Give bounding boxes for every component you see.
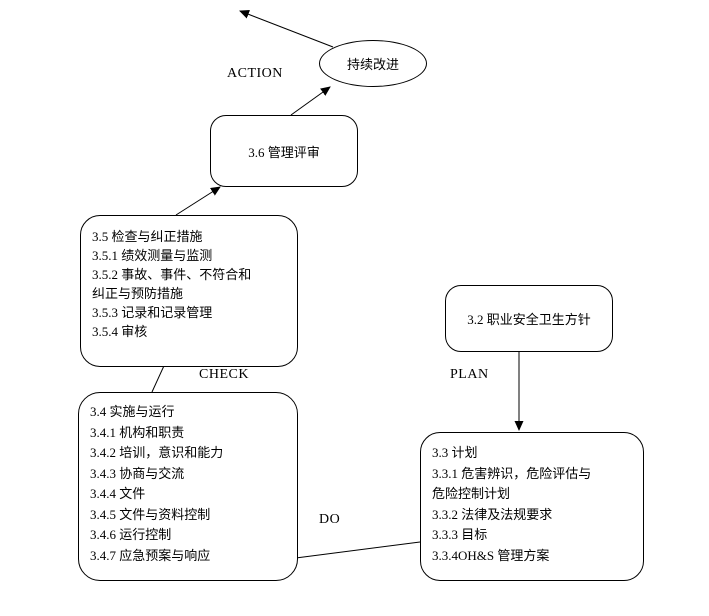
node-management-review-label: 3.6 管理评审 — [248, 144, 320, 160]
node-text-line: 3.3.1 危害辨识，危险评估与 — [432, 465, 592, 481]
node-text-line: 纠正与预防措施 — [92, 286, 184, 301]
node-text-line: 3.4.6 运行控制 — [90, 527, 172, 542]
node-text-line: 3.4.7 应急预案与响应 — [90, 547, 211, 563]
node-text-line: 危险控制计划 — [432, 486, 511, 501]
node-continuous-improvement-label: 持续改进 — [346, 57, 399, 72]
arrow-planning-to-do — [287, 541, 421, 563]
node-text-line: 3.5 检查与纠正措施 — [92, 229, 203, 244]
node-text-line: 3.4 实施与运行 — [90, 404, 175, 419]
node-ohs-policy: 3.2 职业安全卫生方针 — [445, 285, 613, 352]
label-do: DO — [319, 512, 341, 527]
node-text-line: 3.5.4 审核 — [92, 324, 148, 339]
node-ohs-policy-label: 3.2 职业安全卫生方针 — [467, 312, 591, 327]
node-text-line: 3.4.5 文件与资料控制 — [90, 506, 211, 522]
node-management-review: 3.6 管理评审 — [210, 115, 358, 187]
node-text-line: 3.3.3 目标 — [432, 527, 488, 542]
node-text-line: 3.3 计划 — [432, 445, 478, 460]
node-text-line: 3.5.1 绩效测量与监测 — [92, 248, 213, 263]
node-text-line: 3.4.2 培训，意识和能力 — [90, 445, 224, 460]
node-text-line: 3.4.4 文件 — [90, 486, 146, 501]
node-check-corrective-actions: 3.5 检查与纠正措施 3.5.1 绩效测量与监测 3.5.2 事故、事件、不符… — [80, 215, 298, 367]
node-continuous-improvement: 持续改进 — [319, 40, 427, 87]
label-check: CHECK — [199, 367, 249, 382]
node-text-line: 3.3.4OH&S 管理方案 — [432, 547, 550, 563]
node-text-line: 3.4.3 协商与交流 — [90, 465, 185, 481]
node-text-line: 3.5.2 事故、事件、不符合和 — [92, 267, 252, 282]
arrow-review-to-improvement — [290, 86, 331, 116]
node-planning: 3.3 计划 3.3.1 危害辨识，危险评估与 危险控制计划 3.3.2 法律及… — [420, 432, 644, 581]
label-plan: PLAN — [450, 367, 489, 382]
arrow-improvement-exit — [239, 10, 334, 48]
label-action: ACTION — [227, 66, 283, 81]
node-implementation-operation: 3.4 实施与运行 3.4.1 机构和职责 3.4.2 培训，意识和能力 3.4… — [78, 392, 298, 581]
arrow-check-to-review — [175, 186, 221, 216]
node-text-line: 3.5.3 记录和记录管理 — [92, 305, 213, 320]
node-text-line: 3.3.2 法律及法规要求 — [432, 506, 553, 522]
node-text-line: 3.4.1 机构和职责 — [90, 424, 185, 440]
